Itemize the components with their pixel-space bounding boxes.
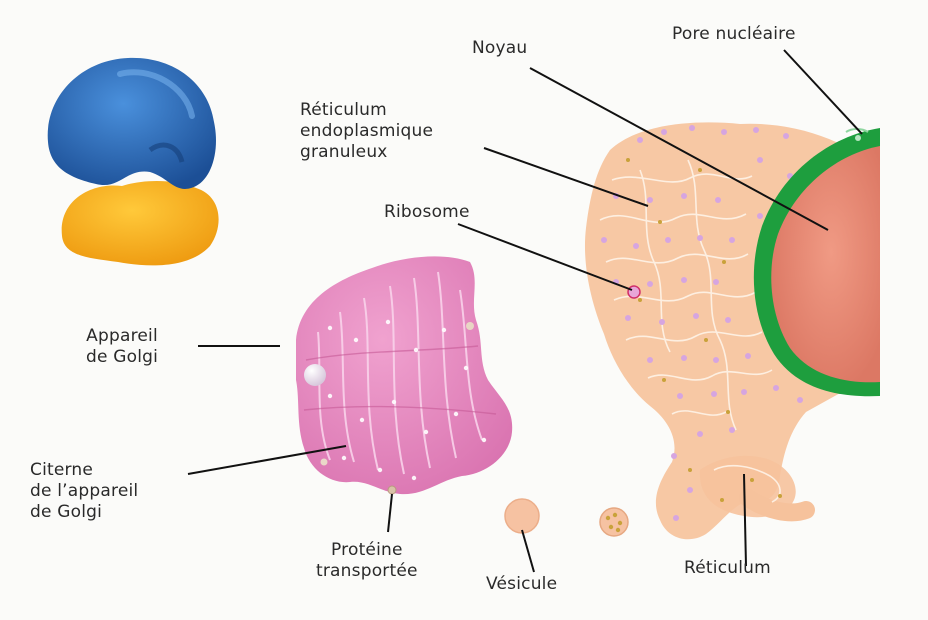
label-rer-line-3: granuleux bbox=[300, 142, 388, 162]
golgi-vesicle bbox=[304, 364, 326, 386]
label-appareil-de-golgi: Appareil de Golgi bbox=[86, 326, 158, 368]
vesicle-empty bbox=[504, 498, 540, 534]
ribosome-highlight bbox=[627, 285, 641, 299]
vesicle-filled bbox=[599, 507, 629, 537]
leader-proteine bbox=[387, 493, 393, 533]
label-citerne-line-3: de Golgi bbox=[30, 502, 103, 522]
label-proteine-line-1: Protéine bbox=[331, 540, 403, 560]
label-proteine-line-2: transportée bbox=[316, 561, 418, 581]
nucleus-body bbox=[771, 146, 880, 383]
label-golgi-line-1: Appareil bbox=[86, 326, 158, 346]
golgi-apparatus bbox=[296, 256, 513, 495]
leader-citerne bbox=[187, 445, 347, 475]
leader-reticulum bbox=[743, 473, 747, 567]
leader-ribosome bbox=[457, 223, 633, 291]
label-pore-nucleaire: Pore nucléaire bbox=[672, 24, 796, 44]
label-rer-line-1: Réticulum bbox=[300, 100, 387, 120]
label-reticulum: Réticulum bbox=[684, 558, 771, 578]
leader-vesicule bbox=[521, 529, 535, 573]
leader-rer bbox=[483, 147, 649, 207]
label-proteine-transportee: Protéine transportée bbox=[316, 540, 418, 582]
label-noyau: Noyau bbox=[472, 38, 528, 58]
ribosome-model bbox=[47, 57, 219, 266]
nucleus bbox=[753, 128, 880, 397]
label-citerne-line-1: Citerne bbox=[30, 460, 94, 480]
label-rer-line-2: endoplasmique bbox=[300, 121, 434, 141]
label-citerne-line-2: de l’appareil bbox=[30, 481, 139, 501]
ribosome-small-subunit bbox=[61, 181, 219, 266]
label-golgi-line-2: de Golgi bbox=[86, 347, 159, 367]
label-citerne: Citerne de l’appareil de Golgi bbox=[30, 460, 138, 523]
leader-pore bbox=[783, 49, 863, 135]
ribosome-large-subunit bbox=[47, 57, 216, 189]
label-reticulum-endoplasmique-granuleux: Réticulum endoplasmique granuleux bbox=[300, 100, 433, 163]
golgi-body bbox=[296, 256, 513, 495]
label-vesicule: Vésicule bbox=[486, 574, 558, 594]
leader-noyau bbox=[529, 67, 829, 231]
leader-lines bbox=[187, 49, 863, 573]
label-ribosome: Ribosome bbox=[384, 202, 470, 222]
vesicles bbox=[504, 498, 629, 537]
